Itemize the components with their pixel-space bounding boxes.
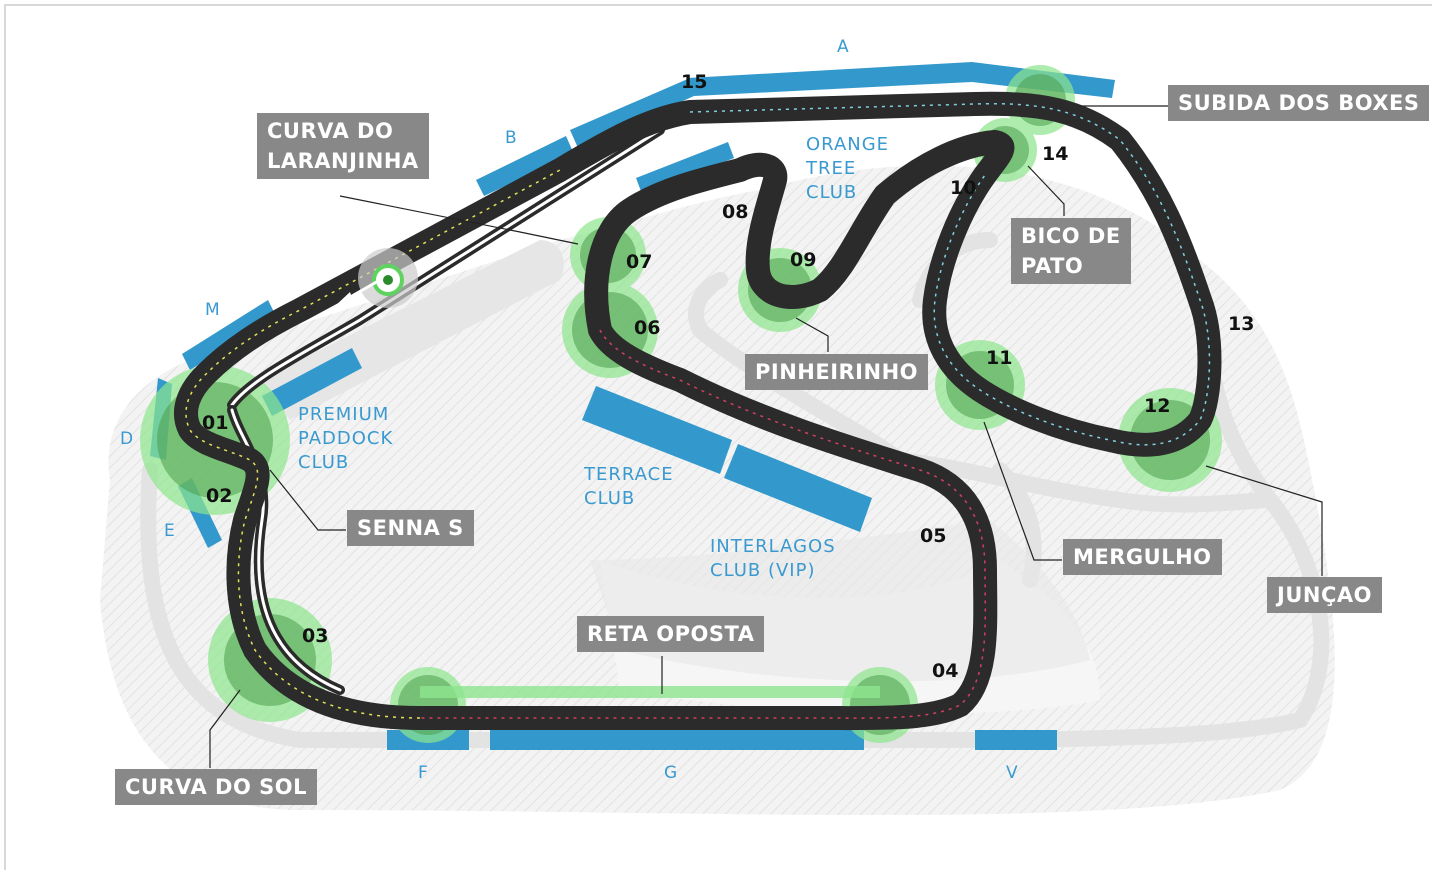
racing-line-sector-2 <box>420 329 987 719</box>
label-pinheirinho: PINHEIRINHO <box>745 354 928 390</box>
map-frame <box>4 4 1432 870</box>
stand-a <box>688 62 1115 98</box>
turn-11: 11 <box>986 347 1013 369</box>
terrace-club-label: TERRACE CLUB <box>584 464 674 509</box>
turn-15: 15 <box>681 71 708 93</box>
turn-08: 08 <box>722 201 749 223</box>
label-curva-do-laranjinha: CURVA DO LARANJINHA <box>257 113 429 179</box>
turn-14: 14 <box>1042 143 1069 165</box>
stand-label-b: B <box>505 128 517 148</box>
stand-b <box>476 136 574 196</box>
turn-03: 03 <box>302 625 329 647</box>
turn-06: 06 <box>634 317 661 339</box>
premium-paddock-club-label: PREMIUM PADDOCK CLUB <box>298 404 394 473</box>
label-mergulho: MERGULHO <box>1063 539 1222 575</box>
stand-interlagos <box>724 444 872 532</box>
turn-09: 09 <box>790 249 817 271</box>
stand-label-g: G <box>664 763 678 783</box>
turn-02: 02 <box>206 485 233 507</box>
interlagos-club-label: INTERLAGOS CLUB (VIP) <box>710 536 836 581</box>
turn-07: 07 <box>626 251 653 273</box>
stand-m <box>182 300 276 370</box>
label-senna-s: SENNA S <box>347 510 474 546</box>
stand-premium-paddock <box>262 348 362 416</box>
turn-04: 04 <box>932 660 959 682</box>
stand-label-f: F <box>418 763 428 783</box>
turn-10: 10 <box>950 177 977 199</box>
turn-05: 05 <box>920 525 947 547</box>
start-finish-marker <box>358 248 418 308</box>
straight-highlight <box>420 686 880 698</box>
stand-label-m: M <box>205 300 220 320</box>
racing-line-sector-3 <box>689 102 1211 446</box>
stand-label-a: A <box>837 37 849 57</box>
label-reta-oposta: RETA OPOSTA <box>577 616 765 652</box>
stand-g <box>490 730 864 750</box>
direction-arrow-icon <box>334 278 381 307</box>
racing-line-sector-1 <box>185 169 561 719</box>
label-juncao: JUNÇAO <box>1267 577 1382 613</box>
stand-label-v: V <box>1006 763 1018 783</box>
label-subida-dos-boxes: SUBIDA DOS BOXES <box>1168 85 1430 121</box>
leader-lines <box>209 105 1323 768</box>
label-curva-do-sol: CURVA DO SOL <box>115 769 317 805</box>
stand-orange-tree <box>636 142 734 194</box>
pit-lane-inner <box>230 128 662 407</box>
pit-exit-inner <box>230 408 342 692</box>
turn-01: 01 <box>202 412 229 434</box>
turn-12: 12 <box>1144 395 1171 417</box>
label-bico-de-pato: BICO DE PATO <box>1011 218 1131 284</box>
stand-label-d: D <box>120 429 134 449</box>
stand-label-e: E <box>164 521 175 541</box>
stand-a-left <box>570 78 694 148</box>
stand-v <box>975 730 1057 750</box>
orange-tree-club-label: ORANGE TREE CLUB <box>806 134 890 203</box>
stand-terrace <box>582 386 732 474</box>
turn-13: 13 <box>1228 313 1255 335</box>
